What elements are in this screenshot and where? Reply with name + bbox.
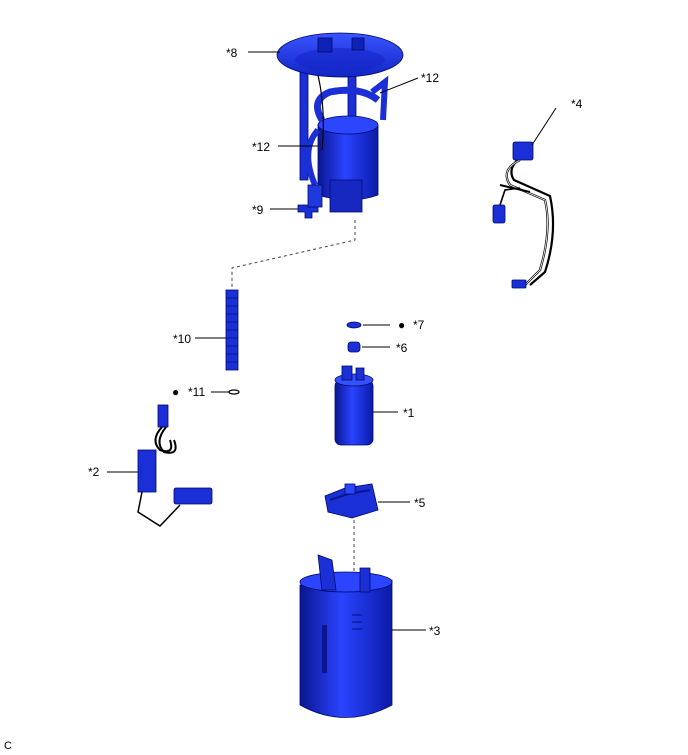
pump-retainer [324,483,379,519]
callout-9: *9 [252,203,264,217]
harness-connector [512,141,534,161]
fuel-hose [305,127,321,187]
wire-harness [492,141,555,289]
fuel-pump [334,365,374,446]
callout-4: *4 [571,97,583,111]
fuel-hose [314,86,381,122]
callout-10: *10 [173,332,191,346]
fuel-filter-element [225,289,239,371]
callout-12-side: *12 [252,140,270,154]
callout-5: *5 [414,496,426,510]
rubber-cushion [347,341,361,353]
callout-7: *7 [413,318,425,332]
o-ring [228,389,240,395]
figure-code: C [4,740,12,752]
lower-housing [329,179,363,213]
harness-connector [492,204,506,224]
bullet-marker: ● [172,385,179,399]
bullet-marker: ● [398,318,405,332]
leader-lines [107,51,557,631]
callout-2: *2 [88,465,100,479]
fuel-pump-upper-assembly [276,32,404,219]
callout-11: *11 [188,385,205,399]
callout-8: *8 [226,46,238,60]
plate-connector [317,37,333,53]
gasket [346,321,362,329]
fuel-sub-tank [299,554,393,718]
callout-12-top: *12 [421,71,439,85]
sender-float [173,487,213,505]
callout-6: *6 [396,341,408,355]
assembly-line [231,220,356,290]
callout-1: *1 [403,406,415,420]
fuel-sender-gauge [137,404,213,527]
plate-connector [351,37,365,51]
harness-terminal [511,279,527,289]
callout-3: *3 [429,624,441,638]
